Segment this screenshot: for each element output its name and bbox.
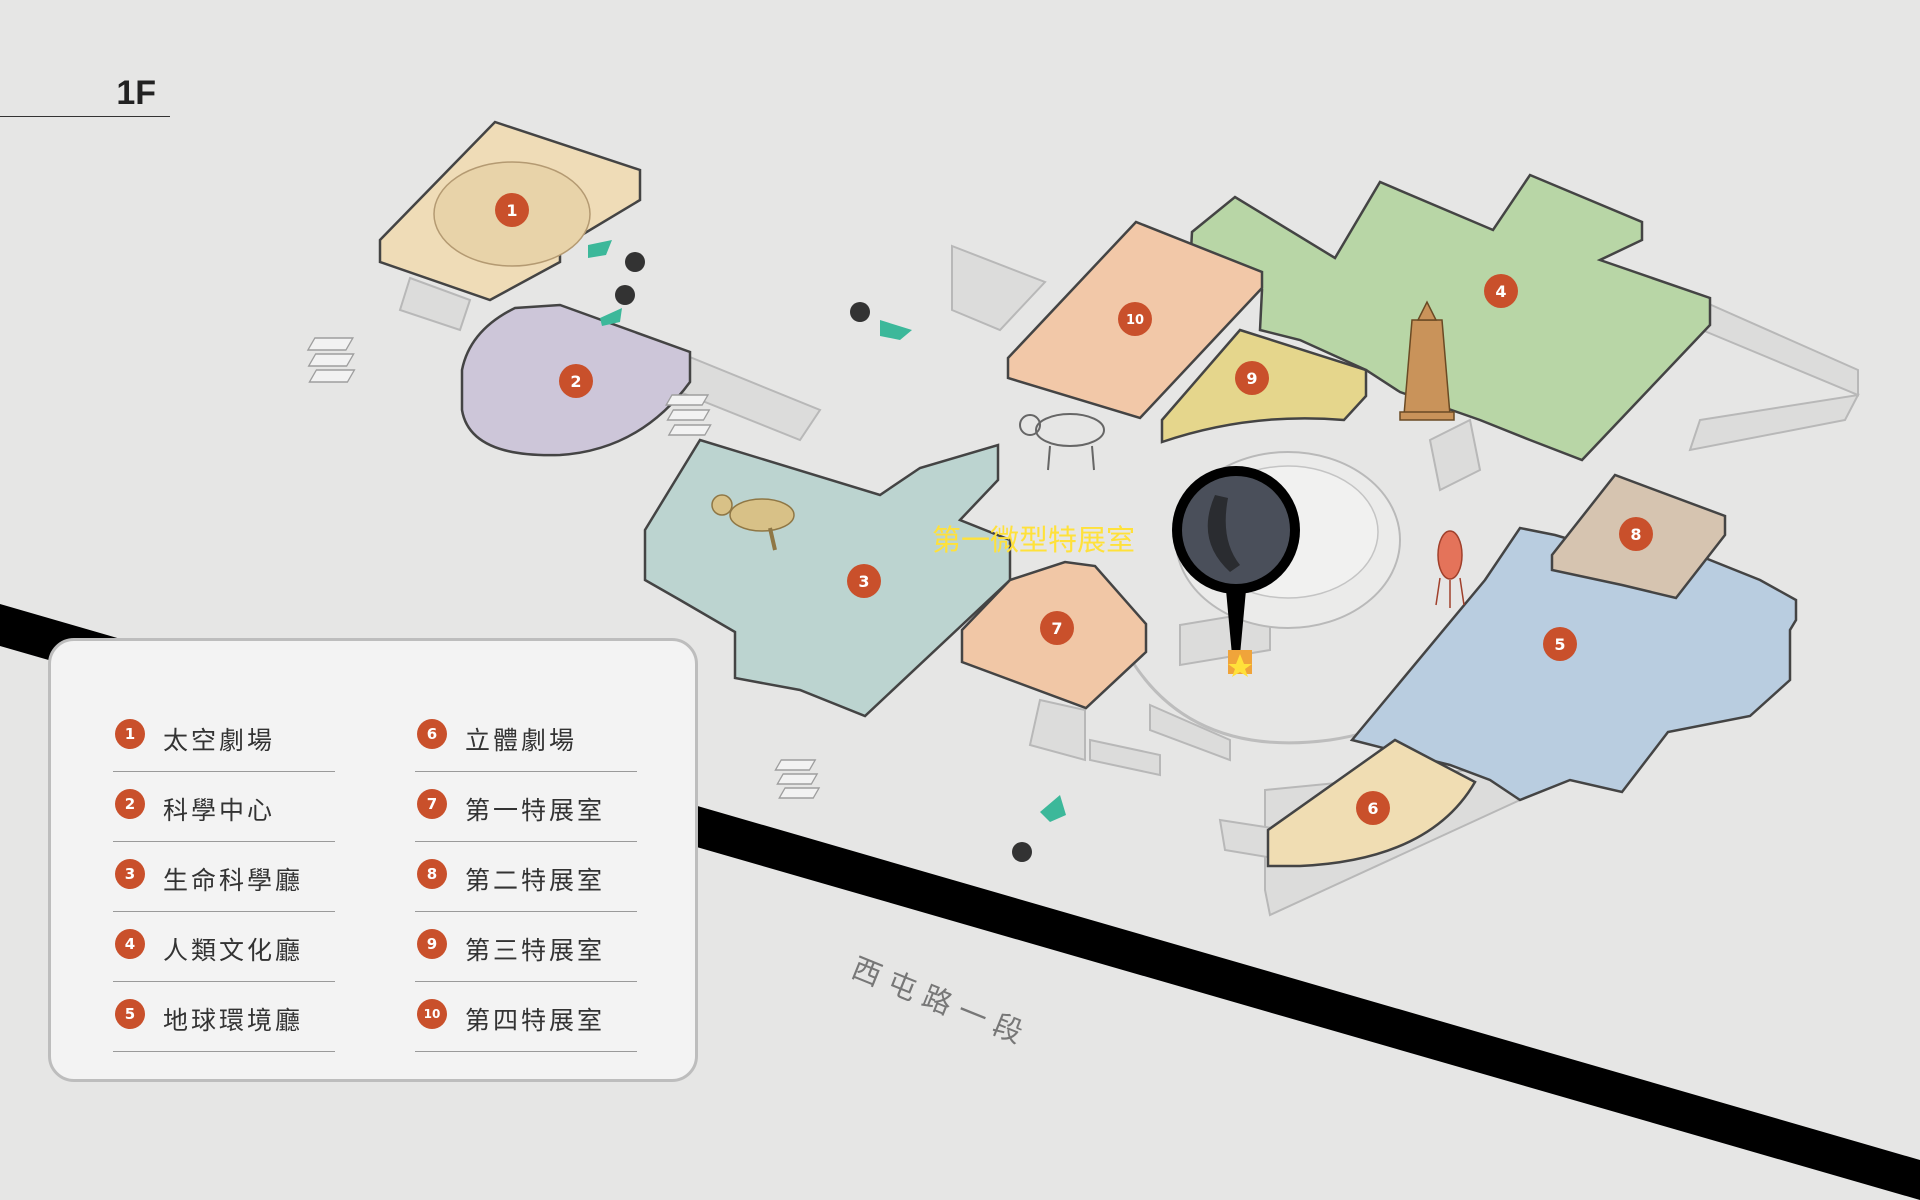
legend-item: 7 第一特展室	[415, 773, 637, 842]
mammoth-skeleton-icon	[1019, 413, 1105, 471]
zone-5-badge: 5	[1543, 627, 1577, 661]
legend-item-name: 生命科學廳	[163, 866, 304, 895]
zone-2-badge-label: 2	[570, 372, 581, 391]
zone-9-badge-label: 9	[1246, 369, 1257, 388]
zone-4-block	[1188, 173, 1712, 462]
zone-3-badge-label: 3	[858, 572, 869, 591]
zone-1-badge-label: 1	[506, 201, 517, 220]
floor-label-text: 1F	[116, 74, 156, 112]
zone-9-badge: 9	[1235, 361, 1269, 395]
legend-number-badge: 8	[417, 859, 447, 889]
zone-4-badge: 4	[1484, 274, 1518, 308]
zone-10-badge: 10	[1118, 302, 1152, 336]
squid-icon	[1435, 530, 1465, 608]
legend-item: 3 生命科學廳	[113, 843, 335, 912]
legend-panel: 1 太空劇場 2 科學中心 3 生命科學廳 4 人類文化廳 5 地球環境廳 6 立體劇場 7…	[48, 638, 698, 1082]
callout-photo-specimen	[1207, 495, 1240, 572]
dinosaur-icon	[711, 494, 795, 551]
walker-icon	[615, 252, 1032, 862]
temple-tower-icon	[1399, 300, 1455, 421]
callout-pin-tail	[1226, 590, 1246, 655]
legend-item: 4 人類文化廳	[113, 913, 335, 982]
legend-item: 2 科學中心	[113, 773, 335, 842]
legend-number-badge: 10	[417, 999, 447, 1029]
legend-number-badge: 4	[115, 929, 145, 959]
zone-7-badge: 7	[1040, 611, 1074, 645]
zone-5-block	[1349, 526, 1798, 802]
legend-item-name: 第一特展室	[465, 796, 606, 825]
zone-10-badge-label: 10	[1126, 313, 1144, 328]
legend-item: 8 第二特展室	[415, 843, 637, 912]
legend-item-name: 太空劇場	[163, 726, 276, 755]
zone-1-badge: 1	[495, 193, 529, 227]
zone-5-badge-label: 5	[1554, 635, 1565, 654]
legend-item: 9 第三特展室	[415, 913, 637, 982]
location-star-icon	[1228, 650, 1252, 677]
legend-item: 6 立體劇場	[415, 703, 637, 772]
legend-item-name: 地球環境廳	[163, 1006, 304, 1035]
legend-item-name: 第三特展室	[465, 936, 606, 965]
legend-item-name: 立體劇場	[465, 726, 578, 755]
legend-item-name: 科學中心	[163, 796, 276, 825]
legend-item-name: 人類文化廳	[163, 936, 304, 965]
callout-label: 第一微型特展室	[932, 523, 1136, 557]
zone-badges: 1 2 3 4 5 6 7 8 9 10	[495, 193, 1653, 825]
legend-item: 1 太空劇場	[113, 703, 335, 772]
zone-6-badge-label: 6	[1367, 799, 1378, 818]
zone-4-badge-label: 4	[1495, 282, 1506, 301]
legend-number-badge: 9	[417, 929, 447, 959]
zone-3-block	[643, 438, 1012, 718]
callout-photo	[1182, 476, 1290, 584]
legend-item: 10 第四特展室	[415, 983, 637, 1052]
legend-item-name: 第四特展室	[465, 1006, 606, 1035]
stairs	[306, 337, 821, 799]
legend-number-badge: 7	[417, 789, 447, 819]
legend-item-name: 第二特展室	[465, 866, 606, 895]
zone-8-badge-label: 8	[1630, 525, 1641, 544]
legend-number-badge: 3	[115, 859, 145, 889]
zone-2-badge: 2	[559, 364, 593, 398]
legend-item: 5 地球環境廳	[113, 983, 335, 1052]
legend-number-badge: 5	[115, 999, 145, 1029]
legend-column-left: 1 太空劇場 2 科學中心 3 生命科學廳 4 人類文化廳 5 地球環境廳	[113, 703, 335, 1053]
zone-8-badge: 8	[1619, 517, 1653, 551]
zone-3-badge: 3	[847, 564, 881, 598]
zone-7-badge-label: 7	[1051, 619, 1062, 638]
legend-number-badge: 1	[115, 719, 145, 749]
legend-column-right: 6 立體劇場 7 第一特展室 8 第二特展室 9 第三特展室 10 第四特展室	[415, 703, 637, 1053]
zone-6-badge: 6	[1356, 791, 1390, 825]
entrance-arrow-icon	[588, 240, 1066, 822]
floor-label: 1F	[0, 70, 170, 117]
legend-number-badge: 6	[417, 719, 447, 749]
legend-number-badge: 2	[115, 789, 145, 819]
